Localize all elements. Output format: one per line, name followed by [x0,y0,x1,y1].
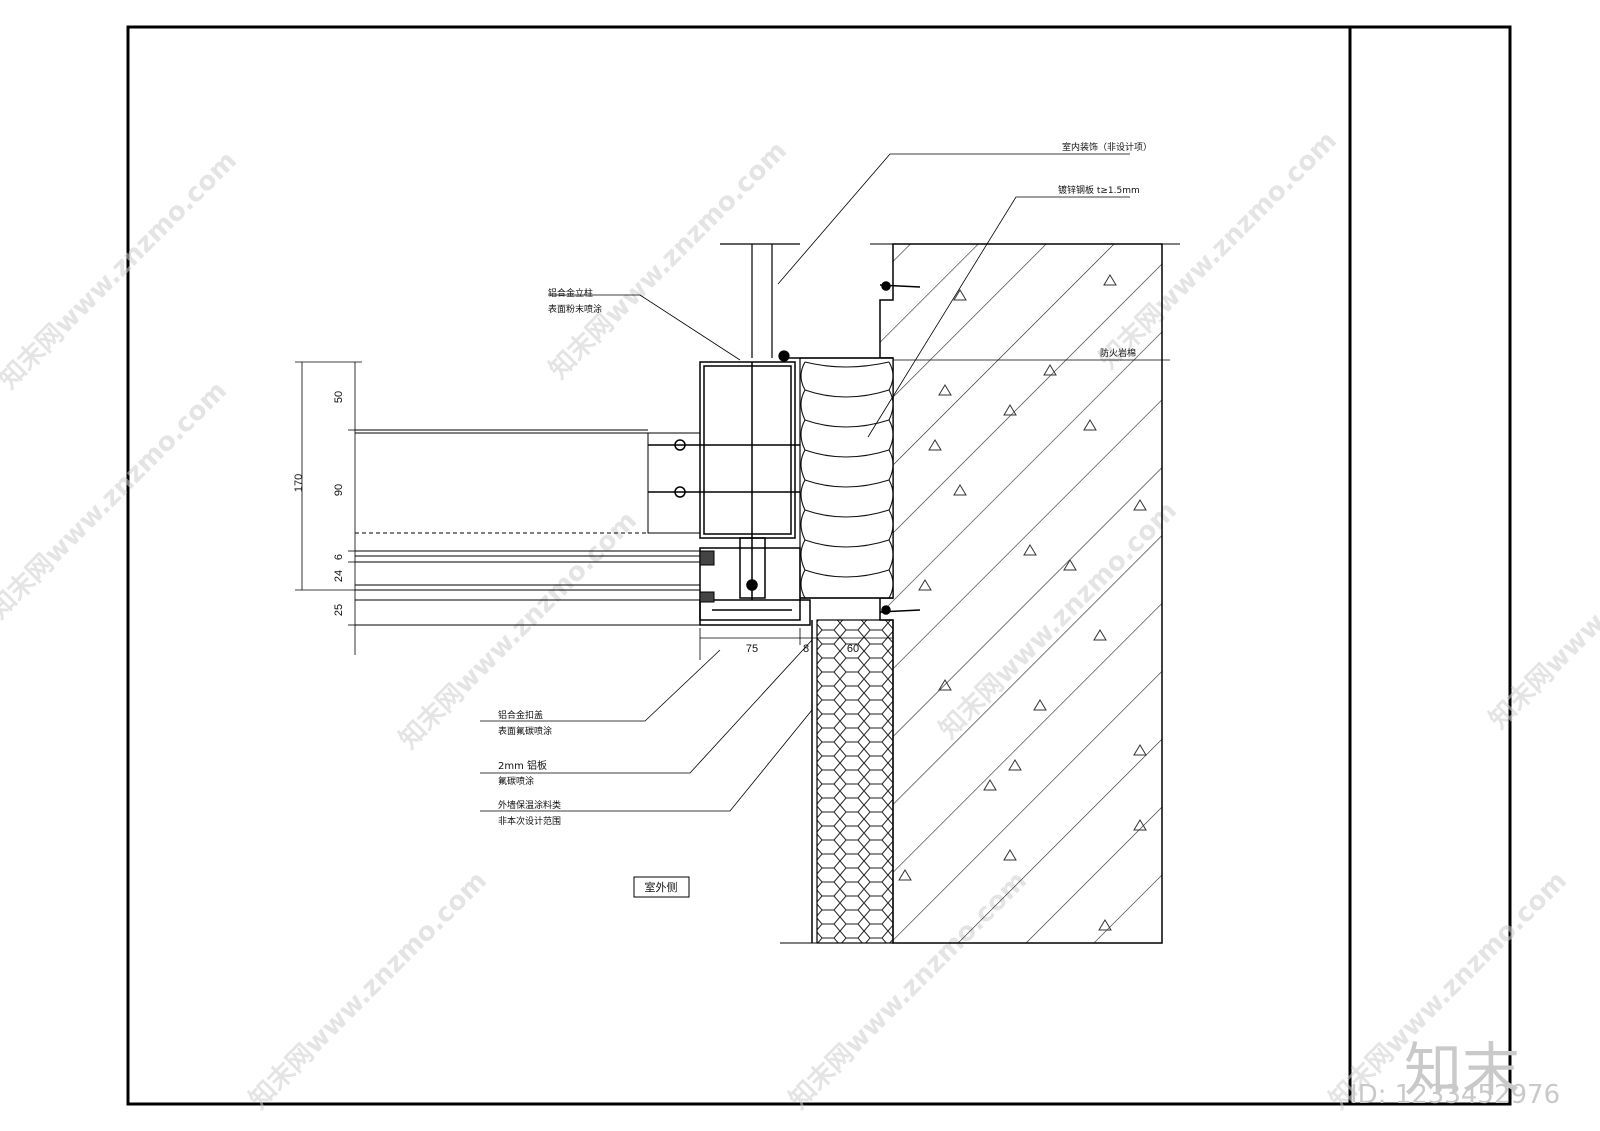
dim-25: 25 [333,604,345,616]
dim-24: 24 [333,570,345,582]
galvanized-plate [780,281,921,615]
label-outside: 室外侧 [645,880,678,894]
annotations: 室内装饰（非设计项） 镀锌钢板 t≥1.5mm 防火岩棉 铝合金立柱 表面粉末喷… [498,141,1152,898]
drawing-border [126,25,1512,1106]
watermark-text: 知末网www.znzmo.com [544,136,793,385]
aluminum-mullion [648,361,811,626]
watermark-text: 知末网www.znzmo.com [0,376,233,625]
label-fire-seal: 防火岩棉 [1100,347,1136,359]
label-mullion-1: 铝合金立柱 [548,287,593,299]
label-galvanized-plate: 镀锌钢板 t≥1.5mm [1058,184,1140,196]
glazing-unit [355,429,715,626]
interior-finish [720,243,800,362]
label-interior-finish: 室内装饰（非设计项） [1062,141,1152,153]
label-insulation-2: 非本次设计范围 [498,815,561,827]
label-panel-1: 2mm 铝板 [498,759,547,772]
dim-6: 6 [333,554,345,560]
watermark-text: 知末网www.znzmo.com [1484,486,1600,735]
dim-75: 75 [746,643,758,655]
label-panel-2: 氟碳喷涂 [498,775,534,787]
dim-90: 90 [333,484,345,496]
label-cover-1: 铝合金扣盖 [498,709,543,721]
dimension-lines [295,361,894,660]
brand-logo: 知末 [1404,1036,1520,1104]
label-cover-2: 表面氟碳喷涂 [498,725,552,737]
id-text: ID: 1233452976 [1350,1080,1560,1110]
rock-wool-fire-seal [799,357,894,599]
dim-total: 170 [293,474,305,492]
label-insulation-1: 外墙保温涂料类 [498,799,561,811]
external-insulation [780,619,900,944]
leader-lines [480,153,1170,812]
watermark-text: 知末网www.znzmo.com [0,146,243,395]
dimension-values: 170 50 90 6 24 25 75 8 60 [293,391,859,655]
dim-50: 50 [333,391,345,403]
outside-label-box [633,876,690,898]
watermark-text: 知末网www.znzmo.com [244,866,493,1115]
label-mullion-2: 表面粉末喷涂 [548,303,602,315]
dim-8: 8 [803,643,809,655]
dim-60: 60 [847,643,859,655]
